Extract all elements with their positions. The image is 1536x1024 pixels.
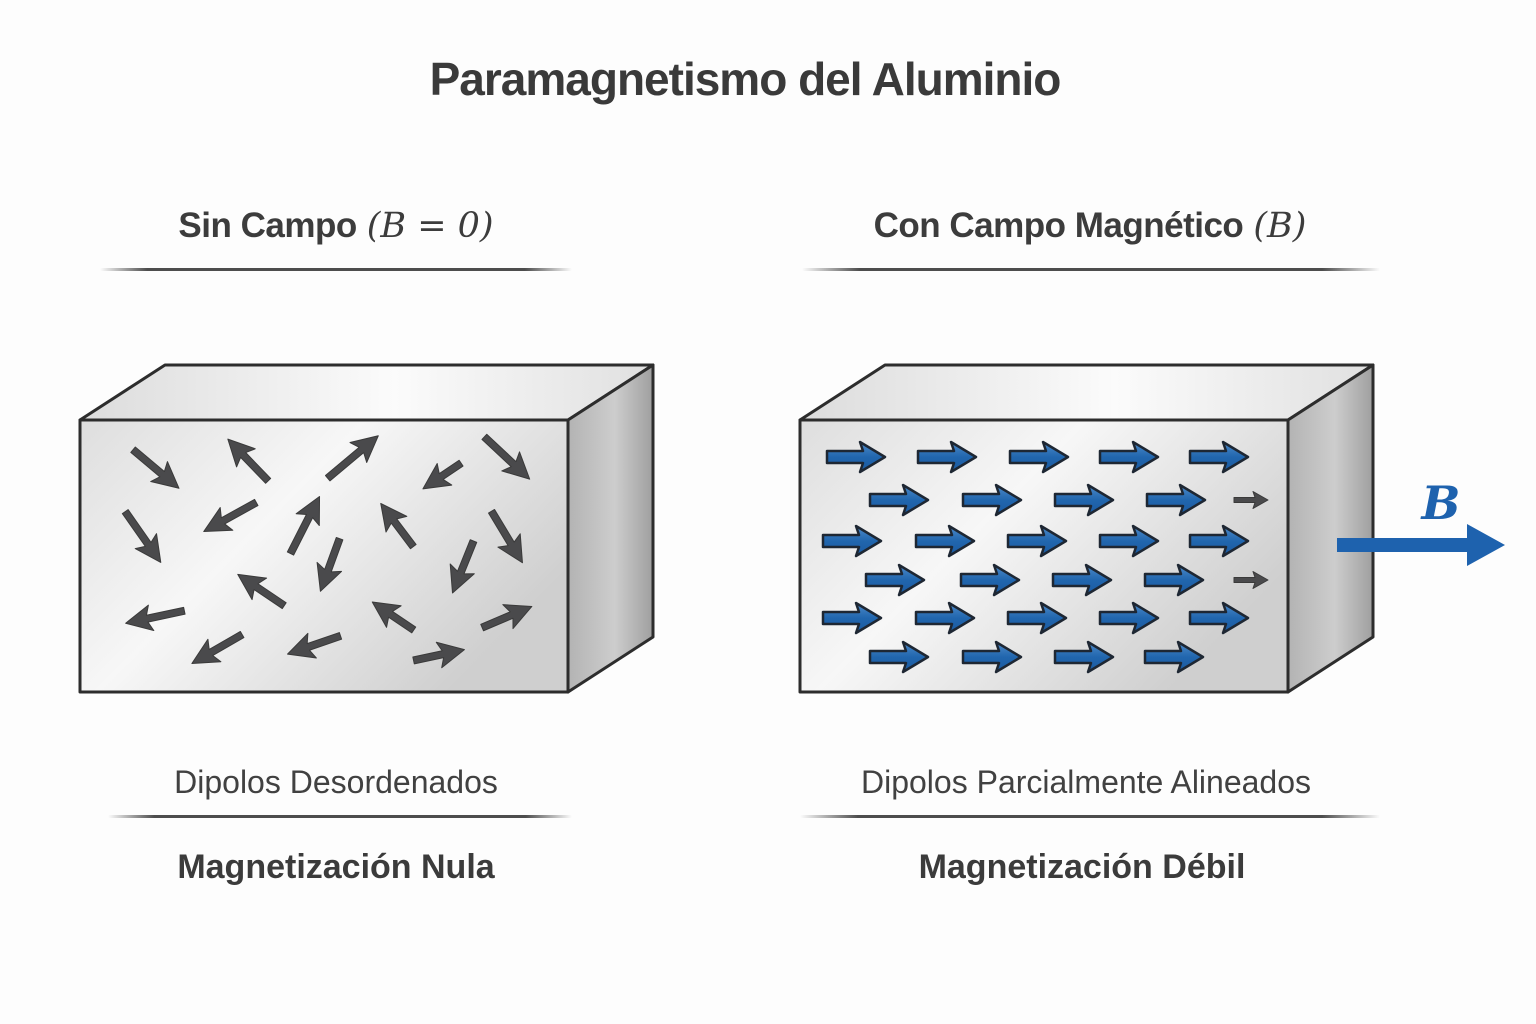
dipole-arrow <box>422 459 464 490</box>
dipole-arrow <box>864 563 926 597</box>
dipole-arrow <box>1098 601 1160 635</box>
dipole-arrow <box>1188 440 1250 474</box>
dipole-arrow <box>1233 571 1269 589</box>
box-side-face <box>566 363 655 694</box>
dipole-arrow <box>961 483 1023 517</box>
left-caption-dipoles: Dipolos Desordenados <box>174 764 498 800</box>
left-panel-heading-math: (B = 0) <box>366 206 494 246</box>
dipole-arrow <box>1098 524 1160 558</box>
box-front-face <box>78 418 570 694</box>
dipole-arrow <box>286 495 321 556</box>
dipole-arrow <box>412 641 465 669</box>
dipole-arrow <box>324 435 379 482</box>
page-title: Paramagnetismo del Aluminio <box>429 53 1062 105</box>
left-panel-heading: Sin Campo(B = 0) <box>56 206 616 246</box>
dipole-arrow <box>959 563 1021 597</box>
left-heading-underline <box>100 268 572 271</box>
dipole-arrow <box>1188 601 1250 635</box>
field-B-label: B <box>1421 476 1461 530</box>
dipole-arrow <box>821 601 883 635</box>
dipole-arrow <box>227 438 272 484</box>
field-B-arrow <box>1337 524 1505 566</box>
right-panel-heading: Con Campo Magnético(B) <box>810 206 1370 246</box>
dipole-arrow <box>371 601 417 634</box>
dipole-arrow <box>1143 563 1205 597</box>
dipole-arrow <box>203 498 259 533</box>
dipole-arrow <box>1098 440 1160 474</box>
dipole-arrow <box>1053 483 1115 517</box>
right-caption-magnetization: Magnetización Débil <box>918 848 1246 886</box>
dipole-arrow <box>488 508 523 564</box>
left-panel-heading-text: Sin Campo <box>178 206 357 245</box>
box-side-face <box>1286 363 1375 694</box>
dipole-arrow <box>121 509 162 563</box>
dipole-arrow <box>868 483 930 517</box>
dipole-arrow <box>1051 563 1113 597</box>
dipole-arrow <box>1008 440 1070 474</box>
right-caption-divider <box>800 815 1380 818</box>
right-heading-underline <box>802 268 1380 271</box>
dipole-arrow <box>1145 483 1207 517</box>
dipole-arrow <box>287 632 343 659</box>
dipole-arrow <box>868 640 930 674</box>
left-caption-magnetization: Magnetización Nula <box>177 848 495 886</box>
dipole-arrow <box>961 640 1023 674</box>
dipole-arrow <box>1053 640 1115 674</box>
right-caption-dipoles: Dipolos Parcialmente Alineados <box>860 764 1312 800</box>
dipole-arrow <box>821 524 883 558</box>
dipole-arrow <box>130 446 180 489</box>
dipole-arrow <box>480 604 533 632</box>
dipole-arrow <box>825 440 887 474</box>
dipole-arrow <box>916 440 978 474</box>
aluminum-block-with-field <box>798 363 1375 694</box>
aluminum-block-no-field <box>78 363 655 694</box>
dipole-arrow <box>481 433 531 480</box>
dipole-arrow <box>1006 601 1068 635</box>
left-caption-divider <box>108 815 572 818</box>
right-panel-heading-text: Con Campo Magnético <box>873 206 1244 245</box>
box-top-face <box>798 363 1375 422</box>
dipole-arrow <box>449 539 478 594</box>
dipole-arrow <box>1233 491 1269 509</box>
right-panel-heading-math: (B) <box>1253 206 1307 246</box>
dipole-arrow <box>914 601 976 635</box>
dipole-arrow <box>1188 524 1250 558</box>
dipole-arrow <box>237 573 287 610</box>
dipole-arrow <box>191 630 245 664</box>
dipole-arrow <box>316 536 344 592</box>
dipole-arrow <box>125 604 186 632</box>
box-top-face <box>78 363 655 422</box>
dipole-arrow <box>1143 640 1205 674</box>
dipole-arrow <box>1006 524 1068 558</box>
dipole-arrow <box>380 502 417 550</box>
dipole-arrow <box>914 524 976 558</box>
